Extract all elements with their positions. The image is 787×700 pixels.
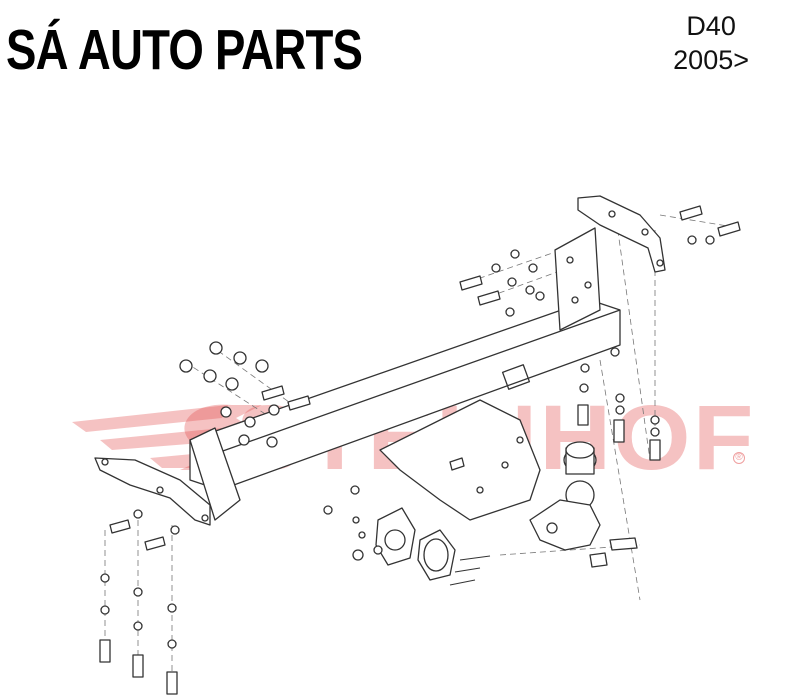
model-year: 2005> [673, 44, 749, 75]
small-screws [449, 555, 491, 586]
right-bracket [554, 195, 666, 331]
left-bracket [94, 427, 241, 526]
model-info: D40 2005> [673, 10, 749, 78]
tow-ball [529, 441, 601, 551]
nuts-washers [100, 235, 715, 649]
brand-title: SÁ AUTO PARTS [6, 18, 363, 82]
registered-mark: ® [733, 452, 745, 464]
electrical-socket [375, 507, 456, 581]
model-name: D40 [686, 11, 736, 41]
bolts [99, 205, 741, 695]
